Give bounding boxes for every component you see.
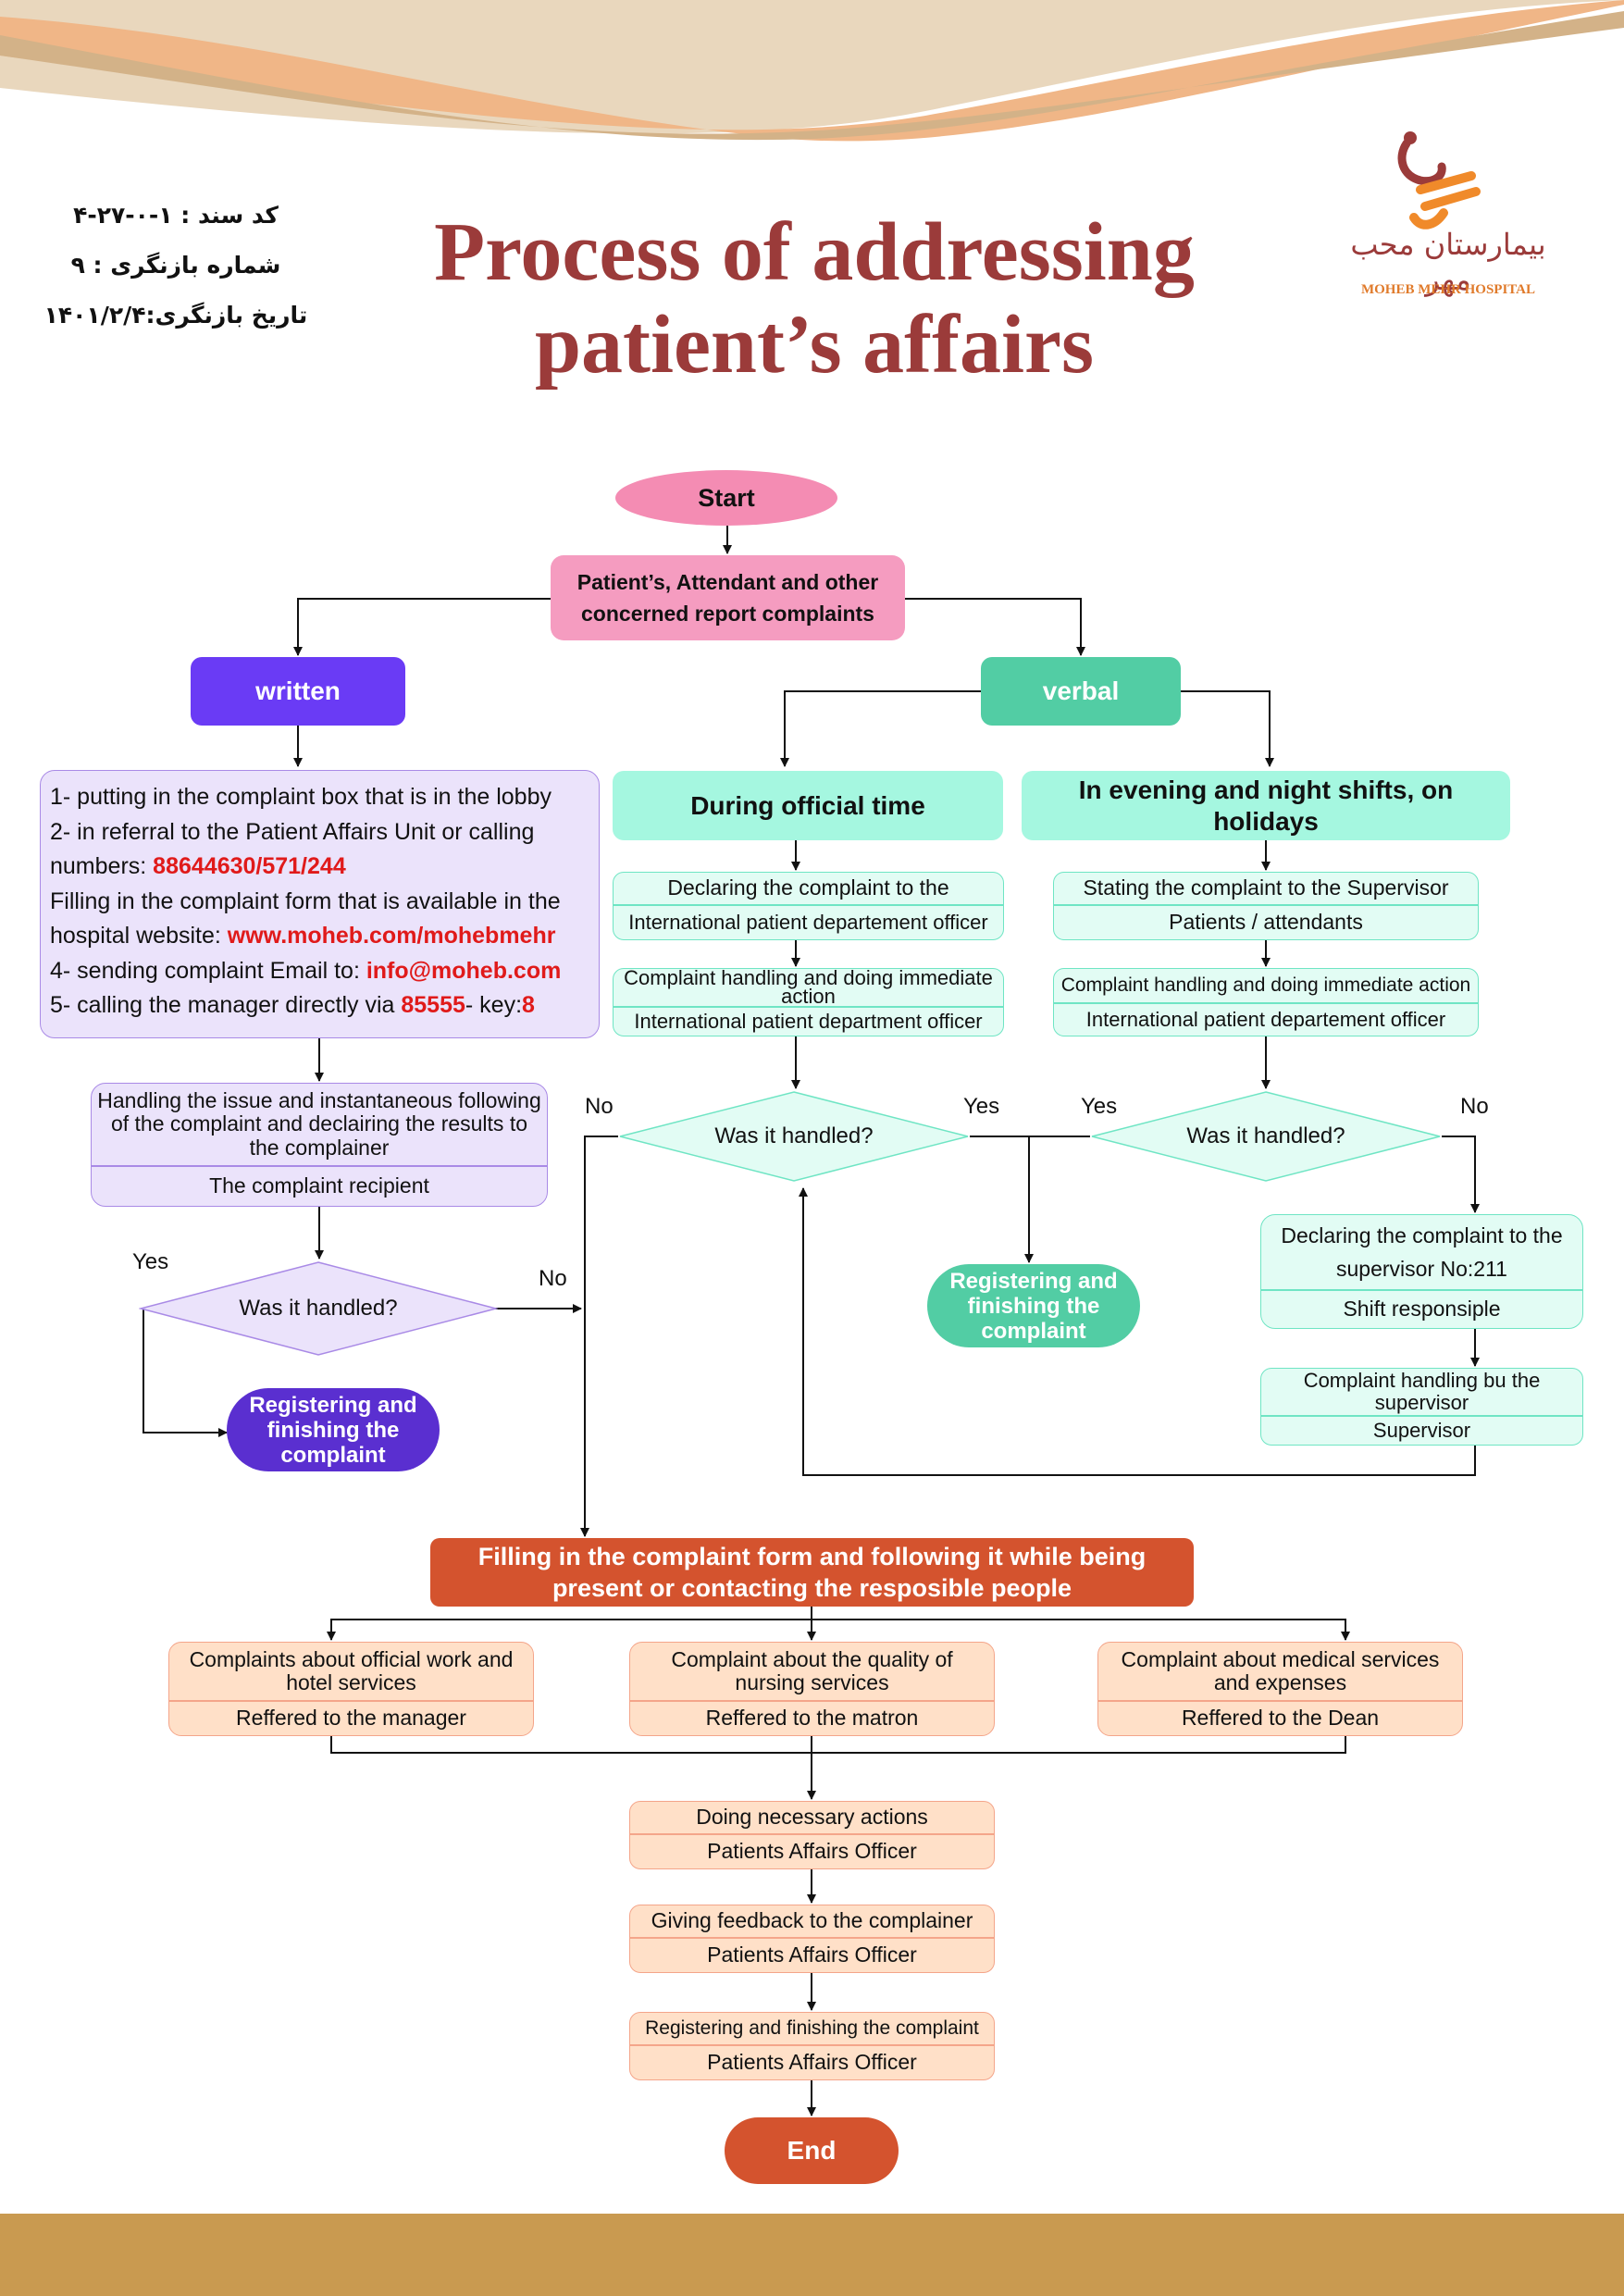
evening-yes-label: Yes [1081, 1094, 1118, 1119]
filling-form-label: Filling in the complaint form and follow… [477, 1543, 1147, 1602]
evening-stating-box: Stating the complaint to the Supervisor … [1053, 872, 1479, 940]
step-register-text: Registering and finishing the complaint [645, 2017, 979, 2040]
verbal-label: verbal [1042, 676, 1120, 705]
official-decision-label: Was it handled? [714, 1123, 874, 1148]
written-yes-label: Yes [132, 1249, 169, 1274]
verbal-node: verbal [981, 657, 1181, 726]
written-handling-box: Handling the issue and instantaneous fol… [91, 1083, 548, 1207]
verbal-register-finish: Registering and finishing the complaint [927, 1264, 1140, 1347]
evening-shifts-node: In evening and night shifts, on holidays [1022, 771, 1510, 840]
page-title-line1: Process of addressing [434, 206, 1195, 298]
category-official-work-role: Reffered to the manager [169, 1700, 533, 1735]
evening-handling-box: Complaint handling and doing immediate a… [1053, 968, 1479, 1036]
evening-handling-role: International patient departement office… [1054, 1002, 1478, 1036]
written-register-finish: Registering and finishing the complaint [227, 1388, 440, 1471]
category-medical-role: Reffered to the Dean [1098, 1700, 1462, 1735]
complaints-report-text: Patient’s, Attendant and other concerned… [576, 570, 879, 626]
end-label: End [787, 2136, 837, 2165]
evening-handling-action: Complaint handling and doing immediate a… [1060, 974, 1471, 997]
official-time-label: During official time [690, 790, 925, 820]
evening-stating-action: Stating the complaint to the Supervisor [1083, 875, 1449, 900]
supervisor-declare-role: Shift responsiple [1261, 1289, 1582, 1328]
written-label: written [255, 676, 341, 705]
evening-decision-label: Was it handled? [1186, 1123, 1345, 1148]
hospital-logo: بیمارستان محب مهر MOHEB MEHR HOSPITAL [1333, 125, 1564, 310]
verbal-register-finish-label: Registering and finishing the complaint [949, 1268, 1118, 1344]
written-method-2-numbers: numbers: 88644630/571/244 [50, 853, 346, 879]
official-no-label: No [585, 1094, 614, 1119]
written-method-3-website: hospital website: www.moheb.com/mohebmeh… [50, 923, 556, 949]
official-declare-role: International patient departement office… [614, 904, 1003, 939]
category-official-work-box: Complaints about official work and hotel… [168, 1642, 534, 1736]
phone-number: 88644630/571/244 [153, 853, 346, 879]
supervisor-handling-role: Supervisor [1261, 1415, 1582, 1445]
footer-band [0, 2214, 1624, 2296]
written-method-4: 4- sending complaint Email to: info@mohe… [50, 957, 562, 984]
evening-decision-diamond [1091, 1091, 1441, 1182]
manager-phone: 85555 [401, 992, 465, 1018]
revision-number: شماره بازنگری : ۹ [70, 252, 281, 279]
supervisor-handling-box: Complaint handling bu the supervisor Sup… [1260, 1368, 1583, 1446]
evening-stating-role: Patients / attendants [1054, 904, 1478, 939]
page-title-line2: patient’s affairs [534, 299, 1095, 391]
evening-no-label: No [1460, 1094, 1489, 1119]
complaints-report-box: Patient’s, Attendant and other concerned… [551, 555, 905, 640]
step-register-box: Registering and finishing the complaint … [629, 2012, 995, 2080]
written-method-3: Filling in the complaint form that is av… [50, 887, 561, 914]
official-time-node: During official time [613, 771, 1003, 840]
written-no-label: No [539, 1266, 567, 1291]
written-decision-label: Was it handled? [239, 1296, 398, 1321]
written-method-2: 2- in referral to the Patient Affairs Un… [50, 818, 535, 845]
written-method-1: 1- putting in the complaint box that is … [50, 784, 552, 810]
header-wave-decoration [0, 0, 1624, 142]
step-feedback-role: Patients Affairs Officer [630, 1937, 994, 1972]
step-register-role: Patients Affairs Officer [630, 2044, 994, 2079]
step-necessary-actions-role: Patients Affairs Officer [630, 1833, 994, 1868]
category-official-work-text: Complaints about official work and hotel… [189, 1646, 514, 1694]
category-medical-text: Complaint about medical services and exp… [1121, 1646, 1440, 1694]
start-label: Start [698, 483, 755, 512]
manager-key: 8 [522, 992, 535, 1018]
step-necessary-actions-box: Doing necessary actions Patients Affairs… [629, 1801, 995, 1869]
written-handling-role: The complaint recipient [92, 1165, 547, 1206]
written-register-finish-label: Registering and finishing the complaint [249, 1392, 417, 1468]
step-feedback-box: Giving feedback to the complainer Patien… [629, 1905, 995, 1973]
written-decision-diamond [139, 1261, 498, 1356]
category-nursing-role: Reffered to the matron [630, 1700, 994, 1735]
step-feedback-text: Giving feedback to the complainer [651, 1908, 973, 1933]
email-link[interactable]: info@moheb.com [366, 957, 562, 984]
written-handling-action: Handling the issue and instantaneous fol… [97, 1088, 541, 1160]
logo-name-fa: بیمارستان محب مهر [1350, 227, 1546, 297]
end-node: End [725, 2117, 899, 2184]
start-node: Start [615, 470, 837, 526]
supervisor-declare-action: Declaring the complaint to the superviso… [1281, 1223, 1563, 1281]
logo-mark-icon [1397, 131, 1481, 230]
logo-name-en: MOHEB MEHR HOSPITAL [1360, 282, 1536, 297]
evening-shifts-label: In evening and night shifts, on holidays [1078, 775, 1454, 836]
official-handling-action: Complaint handling and doing immediate a… [624, 968, 993, 1008]
official-declare-box: Declaring the complaint to the Internati… [613, 872, 1004, 940]
official-declare-action: Declaring the complaint to the [667, 875, 949, 900]
category-nursing-text: Complaint about the quality of nursing s… [671, 1646, 953, 1694]
official-yes-label: Yes [963, 1094, 1000, 1119]
revision-date: تاریخ بازنگری:۱۴۰۱/۲/۴ [43, 302, 308, 329]
written-node: written [191, 657, 405, 726]
official-decision-diamond [619, 1091, 969, 1182]
written-method-5: 5- calling the manager directly via 8555… [50, 992, 535, 1018]
category-nursing-box: Complaint about the quality of nursing s… [629, 1642, 995, 1736]
document-code: کد سند : ۱-۰-۲۷-۴ [73, 202, 279, 229]
written-methods-box: 1- putting in the complaint box that is … [40, 770, 600, 1038]
step-necessary-actions-text: Doing necessary actions [696, 1805, 928, 1830]
official-handling-role: International patient department officer [614, 1006, 1003, 1036]
website-link[interactable]: www.moheb.com/mohebmehr [227, 923, 556, 949]
category-medical-box: Complaint about medical services and exp… [1097, 1642, 1463, 1736]
filling-form-box: Filling in the complaint form and follow… [430, 1538, 1194, 1607]
supervisor-declare-box: Declaring the complaint to the superviso… [1260, 1214, 1583, 1329]
official-handling-box: Complaint handling and doing immediate a… [613, 968, 1004, 1036]
supervisor-handling-action: Complaint handling bu the supervisor [1303, 1369, 1541, 1414]
